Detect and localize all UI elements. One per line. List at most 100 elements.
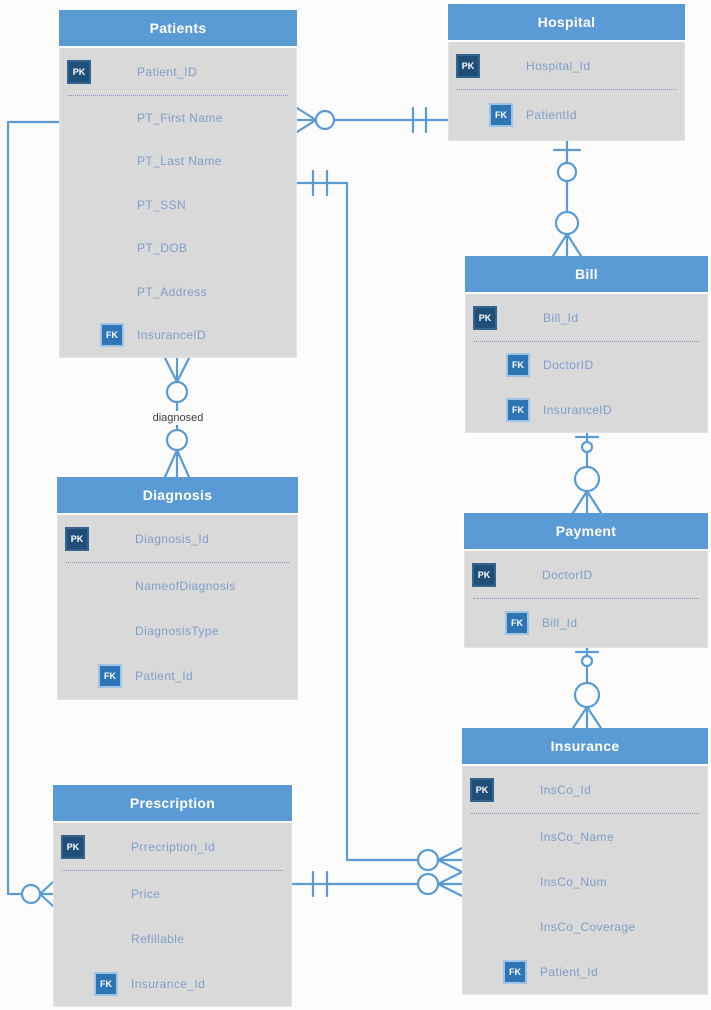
field-row: PT_First Name bbox=[60, 96, 296, 140]
pk-badge: PK bbox=[61, 834, 85, 859]
field-row: Refillable bbox=[54, 916, 291, 961]
fk-badge: FK bbox=[505, 611, 529, 635]
field-name: PT_First Name bbox=[137, 110, 223, 125]
relationship-label-diagnosed: diagnosed bbox=[148, 411, 208, 425]
connector-prescription-insurance bbox=[290, 870, 464, 898]
fk-badge: FK bbox=[489, 103, 513, 127]
field-name: PT_Address bbox=[137, 284, 208, 299]
entity-payment[interactable]: Payment PK DoctorID FK Bill_Id bbox=[464, 513, 708, 648]
field-row: FK InsuranceID bbox=[60, 314, 296, 358]
field-name: DoctorID bbox=[542, 567, 593, 582]
entity-title: Insurance bbox=[462, 728, 708, 764]
field-name: InsCo_Name bbox=[540, 829, 615, 844]
entity-body: PK Bill_Id FK DoctorID FK InsuranceID bbox=[465, 294, 708, 433]
fk-badge: FK bbox=[98, 664, 122, 689]
field-row: DiagnosisType bbox=[58, 608, 297, 653]
field-separator bbox=[68, 95, 288, 96]
connector-patients-insurance bbox=[295, 169, 464, 874]
connector-payment-insurance bbox=[571, 646, 603, 730]
field-name: Bill_Id bbox=[542, 616, 578, 630]
entity-title: Prescription bbox=[53, 785, 292, 821]
field-name: InsuranceID bbox=[543, 402, 613, 417]
connector-patients-diagnosis bbox=[163, 356, 191, 479]
entity-title: Bill bbox=[465, 256, 708, 292]
field-row: PK Patient_ID bbox=[60, 48, 296, 95]
field-row: InsCo_Coverage bbox=[463, 904, 707, 949]
entity-patients[interactable]: Patients PK Patient_ID PT_First Name PT_… bbox=[59, 10, 297, 358]
field-name: Hospital_Id bbox=[526, 58, 591, 73]
field-row: PT_Last Name bbox=[60, 140, 296, 184]
entity-insurance[interactable]: Insurance PK InsCo_Id InsCo_Name InsCo_N… bbox=[462, 728, 708, 995]
entity-title: Patients bbox=[59, 10, 297, 46]
pk-badge: PK bbox=[456, 53, 480, 78]
field-name: InsuranceID bbox=[137, 328, 207, 343]
entity-body: PK Prrecription_Id Price Refillable FK I… bbox=[53, 823, 292, 1007]
field-name: Bill_Id bbox=[543, 310, 579, 325]
field-row: InsCo_Name bbox=[463, 814, 707, 859]
field-name: Patient_ID bbox=[137, 64, 198, 79]
field-row: PK Diagnosis_Id bbox=[58, 515, 297, 562]
field-row: PK Bill_Id bbox=[466, 294, 707, 341]
field-separator bbox=[457, 89, 676, 90]
field-name: Refillable bbox=[131, 931, 185, 946]
pk-badge: PK bbox=[473, 305, 497, 330]
field-separator bbox=[473, 598, 699, 599]
entity-body: PK Hospital_Id FK PatientId bbox=[448, 42, 685, 141]
pk-badge: PK bbox=[470, 777, 494, 802]
connector-patients-hospital bbox=[295, 106, 450, 134]
entity-body: PK InsCo_Id InsCo_Name InsCo_Num InsCo_C… bbox=[462, 766, 708, 995]
entity-body: PK Patient_ID PT_First Name PT_Last Name… bbox=[59, 48, 297, 358]
entity-body: PK DoctorID FK Bill_Id bbox=[464, 551, 708, 648]
field-row: FK InsuranceID bbox=[466, 387, 707, 432]
fk-badge: FK bbox=[100, 323, 124, 348]
field-separator bbox=[474, 341, 699, 342]
field-name: Patient_Id bbox=[135, 669, 194, 684]
field-row: FK Patient_Id bbox=[463, 949, 707, 994]
field-name: Patient_Id bbox=[540, 964, 599, 979]
fk-badge: FK bbox=[506, 352, 530, 377]
entity-title: Hospital bbox=[448, 4, 685, 40]
field-name: PT_Last Name bbox=[137, 154, 222, 169]
fk-badge: FK bbox=[506, 397, 530, 422]
field-name: Insurance_Id bbox=[131, 976, 206, 991]
field-name: InsCo_Id bbox=[540, 782, 592, 797]
field-row: InsCo_Num bbox=[463, 859, 707, 904]
connector-bill-payment bbox=[571, 431, 603, 515]
field-row: FK Insurance_Id bbox=[54, 961, 291, 1006]
field-name: PT_DOB bbox=[137, 241, 188, 256]
field-name: Prrecription_Id bbox=[131, 839, 216, 854]
field-name: NameofDiagnosis bbox=[135, 578, 236, 593]
field-row: NameofDiagnosis bbox=[58, 563, 297, 608]
entity-hospital[interactable]: Hospital PK Hospital_Id FK PatientId bbox=[448, 4, 685, 141]
field-row: PT_SSN bbox=[60, 183, 296, 227]
field-name: DiagnosisType bbox=[135, 623, 219, 638]
field-name: DoctorID bbox=[543, 357, 594, 372]
field-row: FK DoctorID bbox=[466, 342, 707, 387]
entity-bill[interactable]: Bill PK Bill_Id FK DoctorID FK Insurance… bbox=[465, 256, 708, 433]
field-name: PatientId bbox=[526, 108, 577, 122]
field-row: FK Bill_Id bbox=[465, 599, 707, 647]
connector-hospital-bill bbox=[551, 139, 583, 258]
entity-title: Diagnosis bbox=[57, 477, 298, 513]
field-row: PK InsCo_Id bbox=[463, 766, 707, 813]
field-name: Diagnosis_Id bbox=[135, 531, 210, 546]
field-name: InsCo_Num bbox=[540, 874, 607, 889]
field-name: InsCo_Coverage bbox=[540, 919, 636, 934]
fk-badge: FK bbox=[94, 971, 118, 996]
field-row: PK Hospital_Id bbox=[449, 42, 684, 89]
field-row: FK Patient_Id bbox=[58, 654, 297, 699]
field-name: Price bbox=[131, 886, 161, 901]
pk-badge: PK bbox=[67, 59, 91, 84]
entity-diagnosis[interactable]: Diagnosis PK Diagnosis_Id NameofDiagnosi… bbox=[57, 477, 298, 700]
field-row: PK DoctorID bbox=[465, 551, 707, 598]
field-row: PT_DOB bbox=[60, 227, 296, 271]
entity-body: PK Diagnosis_Id NameofDiagnosis Diagnosi… bbox=[57, 515, 298, 700]
field-row: FK PatientId bbox=[449, 90, 684, 140]
entity-prescription[interactable]: Prescription PK Prrecription_Id Price Re… bbox=[53, 785, 292, 1007]
pk-badge: PK bbox=[65, 526, 89, 551]
entity-title: Payment bbox=[464, 513, 708, 549]
field-separator bbox=[62, 870, 283, 871]
pk-badge: PK bbox=[472, 562, 496, 587]
field-separator bbox=[66, 562, 289, 563]
